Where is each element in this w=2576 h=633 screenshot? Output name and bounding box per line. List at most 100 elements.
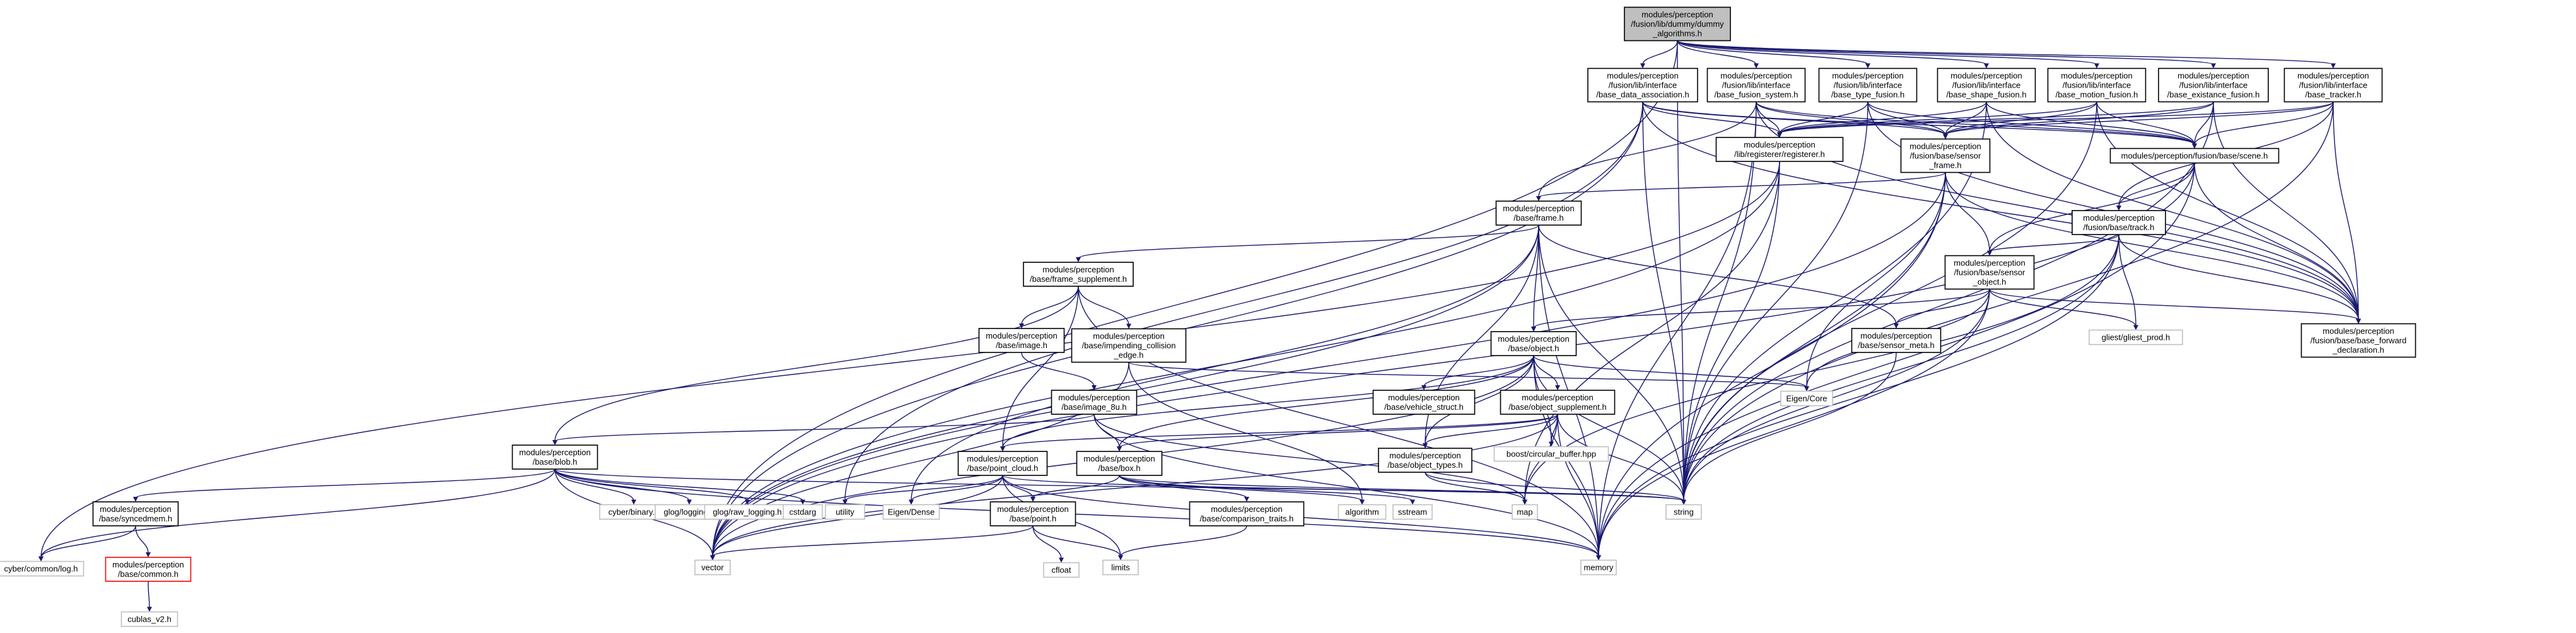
edge-arrowhead [1126,323,1131,329]
dependency-edge [844,475,1003,502]
node-point-cloud[interactable]: modules/perception/base/point_cloud.h [957,451,1048,476]
node-box[interactable] [2109,148,2280,164]
dependency-edge [1677,40,1684,501]
dependency-edge [1538,102,1757,198]
node-box[interactable] [989,501,1076,526]
node-point[interactable]: modules/perception/base/point.h [989,501,1076,526]
node-forward-decl[interactable]: modules/perception/fusion/base/base_forw… [2300,323,2416,358]
dependency-edge [911,224,1539,501]
node-frame-supplement[interactable]: modules/perception/base/frame_supplement… [1023,262,1134,287]
dependency-edge [1425,472,1525,501]
dependency-edge [1002,414,1558,448]
dependency-edge [1032,475,1120,499]
node-label-line: /base/image.h [996,340,1047,350]
dependency-edge [1945,102,2214,136]
node-box[interactable] [1818,67,1918,103]
node-box[interactable] [1051,390,1138,415]
node-data-assoc[interactable]: modules/perception/fusion/lib/interface/… [1587,67,1698,103]
node-box[interactable] [978,328,1065,353]
dependency-edge [1683,289,1990,501]
node-registerer[interactable]: modules/perception/lib/registerer/regist… [1715,137,1844,162]
node-object[interactable]: modules/perception/base/object.h [1490,331,1577,356]
dependency-edge [1093,414,1120,448]
node-box[interactable] [1624,6,1731,42]
node-box[interactable] [1937,67,2036,103]
dependency-edge [554,286,1079,442]
node-fusion-system[interactable]: modules/perception/fusion/lib/interface/… [1706,67,1806,103]
node-label-line: modules/perception [2322,327,2394,336]
node-box[interactable] [1715,137,1844,162]
node-box[interactable] [1900,138,1991,173]
node-box[interactable] [2158,67,2269,103]
node-label-line: limits [1111,563,1130,572]
node-label-line: modules/perception [100,504,171,514]
node-box[interactable] [92,501,179,526]
node-common[interactable]: modules/perception/base/common.h [105,557,192,582]
node-box[interactable] [1851,328,1942,353]
node-sensor-object[interactable]: modules/perception/fusion/base/sensor_ob… [1944,255,2035,290]
node-frame[interactable]: modules/perception/base/frame.h [1495,200,1582,226]
node-box[interactable] [1706,67,1806,103]
node-root[interactable]: modules/perception/fusion/lib/dummy/dumm… [1624,6,1731,42]
node-box[interactable] [1378,448,1472,473]
node-label-line: cublas_v2.h [127,615,171,624]
node-label-line: /base_shape_fusion.h [1946,90,2026,100]
node-box[interactable] [1071,328,1187,363]
node-existance-fusion[interactable]: modules/perception/fusion/lib/interface/… [2158,67,2269,103]
dependency-edge [1986,102,2195,145]
node-label-line: modules/perception [1093,332,1164,341]
node-box[interactable] [511,444,598,470]
node-box[interactable] [957,451,1048,476]
node-comparison-traits[interactable]: modules/perception/base/comparison_trait… [1189,501,1305,526]
node-impending[interactable]: modules/perception/base/impending_collis… [1071,328,1187,363]
node-box[interactable] [105,557,192,582]
node-box[interactable]: modules/perception/base/box.h [1076,451,1163,476]
node-object-types[interactable]: modules/perception/base/object_types.h [1378,448,1472,473]
node-box[interactable] [1495,200,1582,226]
node-label-line: /fusion/lib/interface [1952,81,2020,90]
edge-arrowhead [1531,327,1536,332]
node-box[interactable] [1944,255,2035,290]
node-label-line: /fusion/lib/interface [1722,81,1790,90]
edge-arrowhead [147,607,152,612]
node-box[interactable] [1023,262,1134,287]
node-box [825,504,865,520]
node-box[interactable] [1372,390,1476,415]
node-type-fusion[interactable]: modules/perception/fusion/lib/interface/… [1818,67,1918,103]
node-box[interactable] [2072,210,2166,235]
node-label-line: /base/object_supplement.h [1508,402,1606,412]
node-shape-fusion[interactable]: modules/perception/fusion/lib/interface/… [1937,67,2036,103]
node-box[interactable] [1587,67,1698,103]
node-gliest: gliest/gliest_prod.h [2089,329,2183,346]
node-sensor-meta[interactable]: modules/perception/base/sensor_meta.h [1851,328,1942,353]
node-object-supplement[interactable]: modules/perception/base/object_supplemen… [1500,390,1616,415]
node-syncedmem[interactable]: modules/perception/base/syncedmem.h [92,501,179,526]
node-sensor-frame[interactable]: modules/perception/fusion/base/sensor_fr… [1900,138,1991,173]
node-label-line: map [1517,508,1532,517]
edge-arrowhead [1076,257,1081,262]
edge-arrowhead [146,552,151,557]
dependency-edge [1093,414,1525,501]
node-box[interactable] [2300,323,2416,358]
dependency-edge [1642,102,2359,320]
node-box[interactable] [2047,67,2147,103]
dependency-edge [1078,224,1539,259]
node-box[interactable] [1076,451,1163,476]
dependency-edge [1896,289,1990,325]
node-box[interactable] [1500,390,1616,415]
node-blob[interactable]: modules/perception/base/blob.h [511,444,598,470]
node-tracker[interactable]: modules/perception/fusion/lib/interface/… [2283,67,2383,103]
node-motion-fusion[interactable]: modules/perception/fusion/lib/interface/… [2047,67,2147,103]
dependency-edge [712,172,1946,557]
node-label-line: _declaration.h [2332,346,2384,355]
node-box[interactable] [2283,67,2383,103]
node-scene[interactable]: modules/perception/fusion/base/scene.h [2109,148,2280,164]
node-image-8u[interactable]: modules/perception/base/image_8u.h [1051,390,1138,415]
edge-arrowhead [1681,499,1686,505]
node-label-line: modules/perception [1498,334,1569,344]
node-track[interactable]: modules/perception/fusion/base/track.h [2072,210,2166,235]
node-vehicle-struct[interactable]: modules/perception/base/vehicle_struct.h [1372,390,1476,415]
node-box[interactable] [1490,331,1577,356]
node-box[interactable] [1189,501,1305,526]
node-image[interactable]: modules/perception/base/image.h [978,328,1065,353]
